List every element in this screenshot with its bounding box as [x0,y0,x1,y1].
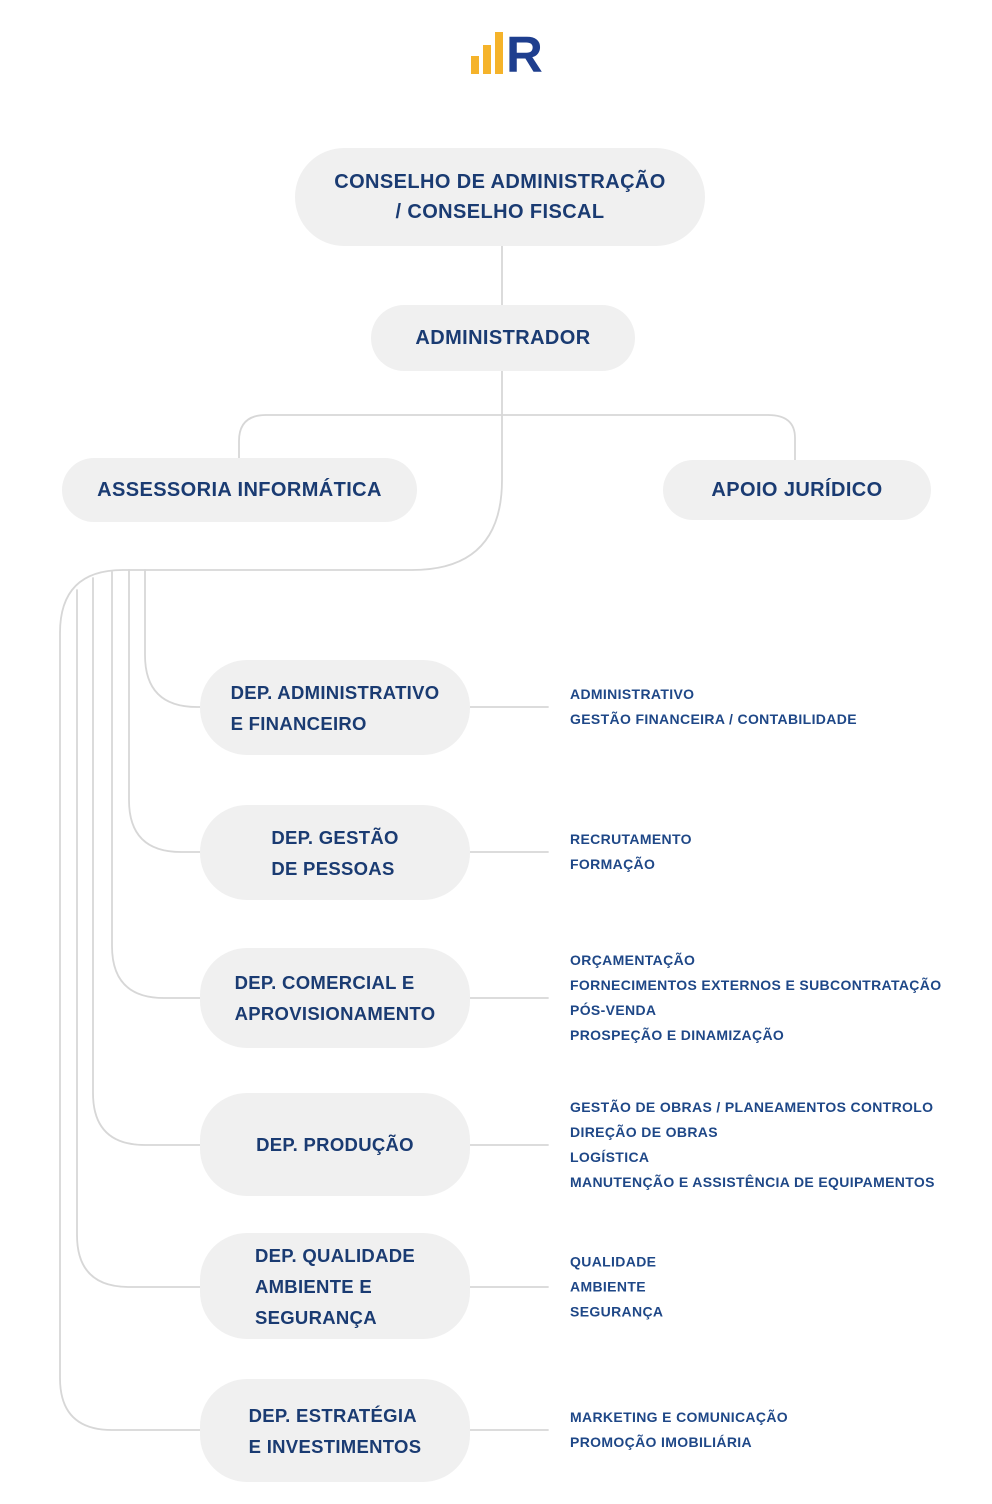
dept-title: DEP. COMERCIAL E APROVISIONAMENTO [234,972,436,1024]
dept-title: DEP. PRODUÇÃO [256,1134,414,1155]
line-rail-dept3 [111,571,201,999]
dept-box-estrategia-investimentos: DEP. ESTRATÉGIA E INVESTIMENTOS [200,1379,470,1482]
node-label: APOIO JURÍDICO [711,478,883,501]
node-assessoria-informatica: ASSESSORIA INFORMÁTICA [62,458,417,522]
dept-box-gestao-pessoas: DEP. GESTÃO DE PESSOAS [200,805,470,900]
node-apoio-juridico: APOIO JURÍDICO [663,460,931,520]
dept-item: FORNECIMENTOS EXTERNOS E SUBCONTRATAÇÃO [570,977,942,993]
dept-item: MARKETING E COMUNICAÇÃO [570,1409,789,1425]
dept-item: GESTÃO DE OBRAS / PLANEAMENTOS CONTROLO [570,1099,934,1115]
line-rail-dept5 [76,589,201,1288]
node-label: ASSESSORIA INFORMÁTICA [97,478,382,501]
dept-title: DEP. ADMINISTRATIVO E FINANCEIRO [230,681,440,734]
dept-item: QUALIDADE [570,1253,657,1270]
dept-items-administrativo-financeiro: ADMINISTRATIVO GESTÃO FINANCEIRA / CONTA… [570,682,857,732]
line-rail-dept1 [144,569,201,708]
company-logo: R [471,26,543,83]
dept-box-comercial-aprovisionamento: DEP. COMERCIAL E APROVISIONAMENTO [200,948,470,1048]
dept-box-administrativo-financeiro: DEP. ADMINISTRATIVO E FINANCEIRO [200,660,470,755]
logo-bar-small [471,56,479,74]
dept-box-qualidade-ambiente-seguranca: DEP. QUALIDADE AMBIENTE E SEGURANÇA [200,1233,470,1339]
dept-items-producao: GESTÃO DE OBRAS / PLANEAMENTOS CONTROLO … [570,1095,935,1195]
dept-items-comercial-aprovisionamento: ORÇAMENTAÇÃO FORNECIMENTOS EXTERNOS E SU… [570,948,941,1048]
logo-bar-medium [483,45,491,74]
dept-title: DEP. QUALIDADE AMBIENTE E SEGURANÇA [254,1244,416,1328]
dept-item: RECRUTAMENTO [570,831,692,847]
dept-item: MANUTENÇÃO E ASSISTÊNCIA DE EQUIPAMENTOS [570,1174,935,1190]
dept-item: ADMINISTRATIVO [570,686,695,702]
line-administrator-branch [238,414,796,462]
dept-box-producao: DEP. PRODUÇÃO [200,1093,470,1196]
dept-title: DEP. ESTRATÉGIA E INVESTIMENTOS [248,1404,422,1457]
dept-items-gestao-pessoas: RECRUTAMENTO FORMAÇÃO [570,827,692,877]
line-trunk-dept6 [59,369,503,1431]
dept-items-estrategia-investimentos: MARKETING E COMUNICAÇÃO PROMOÇÃO IMOBILI… [570,1405,788,1455]
dept-item: DIREÇÃO DE OBRAS [570,1124,718,1140]
bar-chart-icon [471,32,503,74]
dept-item: PROSPEÇÃO E DINAMIZAÇÃO [570,1027,785,1043]
node-administrador: ADMINISTRADOR [371,305,635,371]
line-rail-dept4 [92,577,201,1146]
dept-item: FORMAÇÃO [570,856,656,872]
dept-item: LOGÍSTICA [570,1149,650,1165]
node-label: CONSELHO DE ADMINISTRAÇÃO / CONSELHO FIS… [334,171,666,223]
dept-item: PROMOÇÃO IMOBILIÁRIA [570,1434,752,1450]
dept-item: PÓS-VENDA [570,1002,657,1018]
dept-item: GESTÃO FINANCEIRA / CONTABILIDADE [570,711,857,727]
dept-title: DEP. GESTÃO DE PESSOAS [271,826,399,879]
dept-item: ORÇAMENTAÇÃO [570,952,696,968]
dept-item: SEGURANÇA [570,1303,664,1320]
node-conselho-administracao: CONSELHO DE ADMINISTRAÇÃO / CONSELHO FIS… [295,148,705,246]
dept-item: AMBIENTE [570,1278,646,1295]
logo-letter-r: R [506,26,543,83]
node-label: ADMINISTRADOR [415,326,591,349]
line-rail-dept2 [128,569,201,853]
logo-bar-tall [495,32,503,74]
dept-items-qualidade-ambiente-seguranca: QUALIDADE AMBIENTE SEGURANÇA [570,1250,663,1325]
